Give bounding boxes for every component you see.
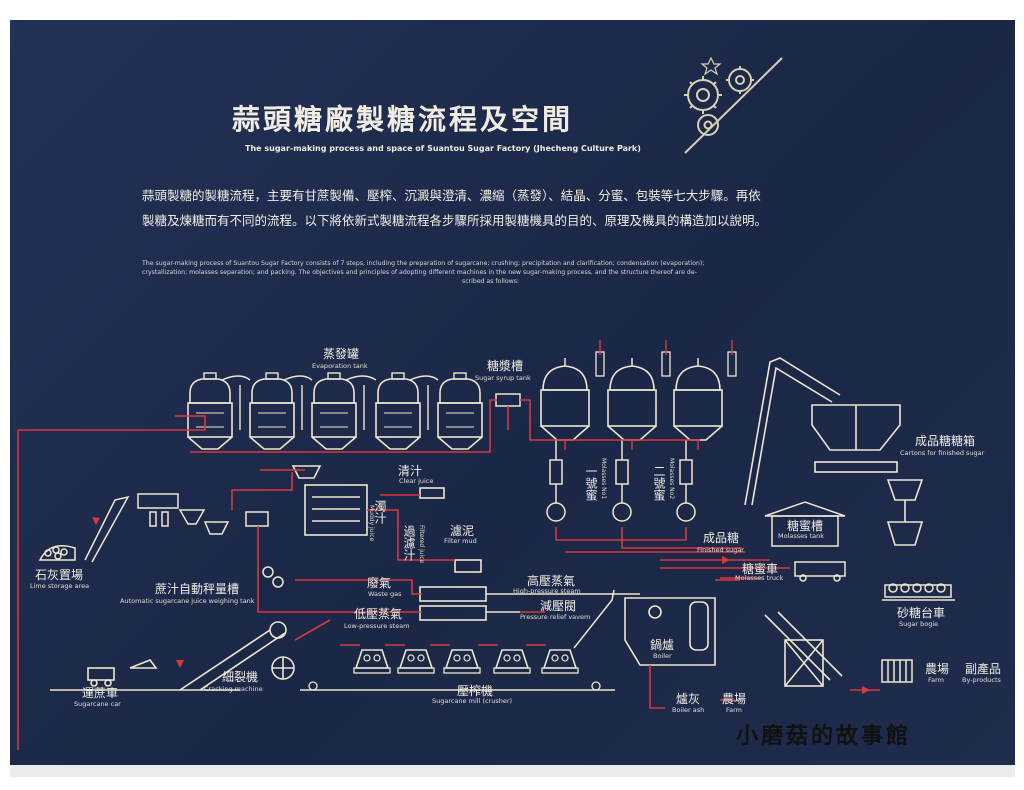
molasses-tank bbox=[764, 501, 846, 582]
label-ash-en: Boiler ash bbox=[672, 706, 705, 714]
label-molasses-truck-en: Molasses truck bbox=[735, 574, 784, 582]
sugarcane-mills bbox=[300, 589, 615, 691]
page-subtitle: The sugar-making process and space of Su… bbox=[245, 144, 641, 153]
label-cracking-en: Cracking machine bbox=[204, 685, 263, 693]
label-weighing-cn: 蔗汁自動秤量槽 bbox=[155, 582, 240, 596]
watermark: 小磨菇的故事館 bbox=[736, 723, 912, 749]
intro-en-line-3: scribed as follows: bbox=[462, 278, 520, 285]
syrup-tank bbox=[495, 393, 521, 407]
label-lime-cn: 石灰置場 bbox=[35, 568, 84, 582]
process-board bbox=[10, 20, 1015, 765]
label-cane-car-cn: 運蔗車 bbox=[82, 686, 119, 700]
intro-en-line-2: crystallization; molasses separation; an… bbox=[142, 269, 697, 276]
label-clear-juice-cn: 清汁 bbox=[398, 464, 423, 478]
intro-cn-line-1: 蒜頭製糖的製糖流程，主要有甘蔗製備、壓榨、沉澱與澄清、濃縮（蒸發）、結晶、分蜜、… bbox=[142, 188, 761, 203]
label-farm-en: Farm bbox=[726, 706, 743, 714]
boiler bbox=[624, 597, 716, 666]
label-mill-cn: 壓榨機 bbox=[457, 684, 494, 698]
label-farm2-en: Farm bbox=[928, 676, 945, 684]
label-byproducts-en: By-products bbox=[962, 676, 1001, 684]
label-syrup-cn: 糖漿槽 bbox=[487, 359, 524, 373]
label-muddy-cn: 濁汁 bbox=[373, 500, 387, 524]
vacuum-pans bbox=[540, 351, 737, 441]
label-low-steam-en: Low-pressure steam bbox=[344, 622, 410, 630]
sugar-bogie bbox=[882, 583, 955, 601]
label-finished-cn: 成品糖 bbox=[703, 531, 740, 545]
label-molasses2-cn: 二號蜜 bbox=[652, 465, 666, 501]
label-farm2-cn: 農場 bbox=[925, 662, 950, 676]
label-clear-juice-en: Clear juice bbox=[399, 477, 434, 485]
label-cartons-cn: 成品糖糖箱 bbox=[915, 434, 976, 448]
label-low-steam-cn: 低壓蒸氣 bbox=[354, 607, 403, 621]
label-high-steam-en: High-pressure steam bbox=[513, 587, 581, 595]
steam-headers bbox=[419, 586, 640, 621]
label-weighing-en: Automatic sugarcane juice weighing tank bbox=[120, 597, 255, 605]
label-cartons-en: Cartons for finished sugar bbox=[900, 449, 985, 457]
label-relief-en: Pressure relief vavem bbox=[520, 613, 591, 621]
label-cane-car-en: Sugarcane car bbox=[74, 700, 121, 708]
label-evaporation-en: Evaporation tank bbox=[312, 362, 368, 370]
label-bogie-cn: 砂糖台車 bbox=[897, 606, 946, 620]
label-molasses-tank-cn: 糖蜜槽 bbox=[787, 519, 824, 533]
label-relief-cn: 減壓閥 bbox=[540, 599, 577, 613]
label-filter-mud-cn: 濾泥 bbox=[450, 524, 475, 538]
label-filtered-cn: 過濾汁 bbox=[402, 525, 416, 561]
evaporation-tanks bbox=[187, 372, 483, 450]
label-molasses1-cn: 一號蜜 bbox=[584, 465, 598, 501]
label-lime-en: Lime storage area bbox=[30, 582, 90, 590]
page-title: 蒜頭糖廠製糖流程及空間 bbox=[232, 103, 574, 136]
label-filter-mud-en: Filter mud bbox=[444, 537, 477, 545]
label-boiler-cn: 鍋爐 bbox=[650, 638, 675, 652]
pan-flow bbox=[564, 340, 733, 450]
cane-feed bbox=[50, 621, 295, 691]
photo-bottom-edge bbox=[10, 765, 1015, 777]
centrifugals bbox=[546, 440, 696, 522]
label-molasses1-en: Molasses No1 bbox=[600, 458, 607, 500]
label-finished-en: Finished sugar bbox=[697, 546, 744, 554]
farm-byproducts bbox=[881, 659, 913, 683]
label-cracking-cn: 細裂機 bbox=[222, 670, 259, 684]
label-syrup-en: Sugar syrup tank bbox=[475, 374, 531, 382]
title-divider bbox=[684, 57, 783, 154]
juice-flow-lines bbox=[17, 399, 880, 750]
label-waste-gas-cn: 廢氣 bbox=[367, 576, 392, 590]
label-farm-cn: 農場 bbox=[722, 692, 747, 706]
intro-cn-line-2: 製糖及煉糖而有不同的流程。以下將依新式製糖流程各步驟所採用製糖機具的目的、原理及… bbox=[142, 213, 768, 228]
label-muddy-en: Muddy juice bbox=[368, 505, 375, 542]
label-evaporation-cn: 蒸發罐 bbox=[323, 347, 360, 361]
sugar-conveyor bbox=[744, 357, 924, 546]
label-bogie-en: Sugar bogie bbox=[899, 620, 939, 628]
label-molasses-tank-en: Molasses tank bbox=[778, 532, 825, 540]
bagasse-conveyor bbox=[764, 611, 843, 687]
label-molasses2-en: Molasses No2 bbox=[668, 458, 675, 500]
label-high-steam-cn: 高壓蒸氣 bbox=[527, 574, 576, 588]
label-byproducts-cn: 副產品 bbox=[965, 662, 1002, 676]
label-ash-cn: 爐灰 bbox=[676, 692, 701, 706]
label-filtered-en: Filtered juice bbox=[418, 525, 425, 564]
gear-icon bbox=[684, 56, 754, 136]
lime-storage bbox=[38, 493, 284, 588]
label-mill-en: Sugarcane mill (crusher) bbox=[432, 697, 513, 705]
label-waste-gas-en: Waste gas bbox=[368, 590, 402, 598]
intro-en-line-1: The sugar-making process of Suantou Suga… bbox=[142, 260, 705, 267]
label-molasses-truck-cn: 糖蜜車 bbox=[742, 562, 779, 576]
label-boiler-en: Boiler bbox=[653, 652, 672, 660]
flow-arrows bbox=[92, 517, 870, 694]
